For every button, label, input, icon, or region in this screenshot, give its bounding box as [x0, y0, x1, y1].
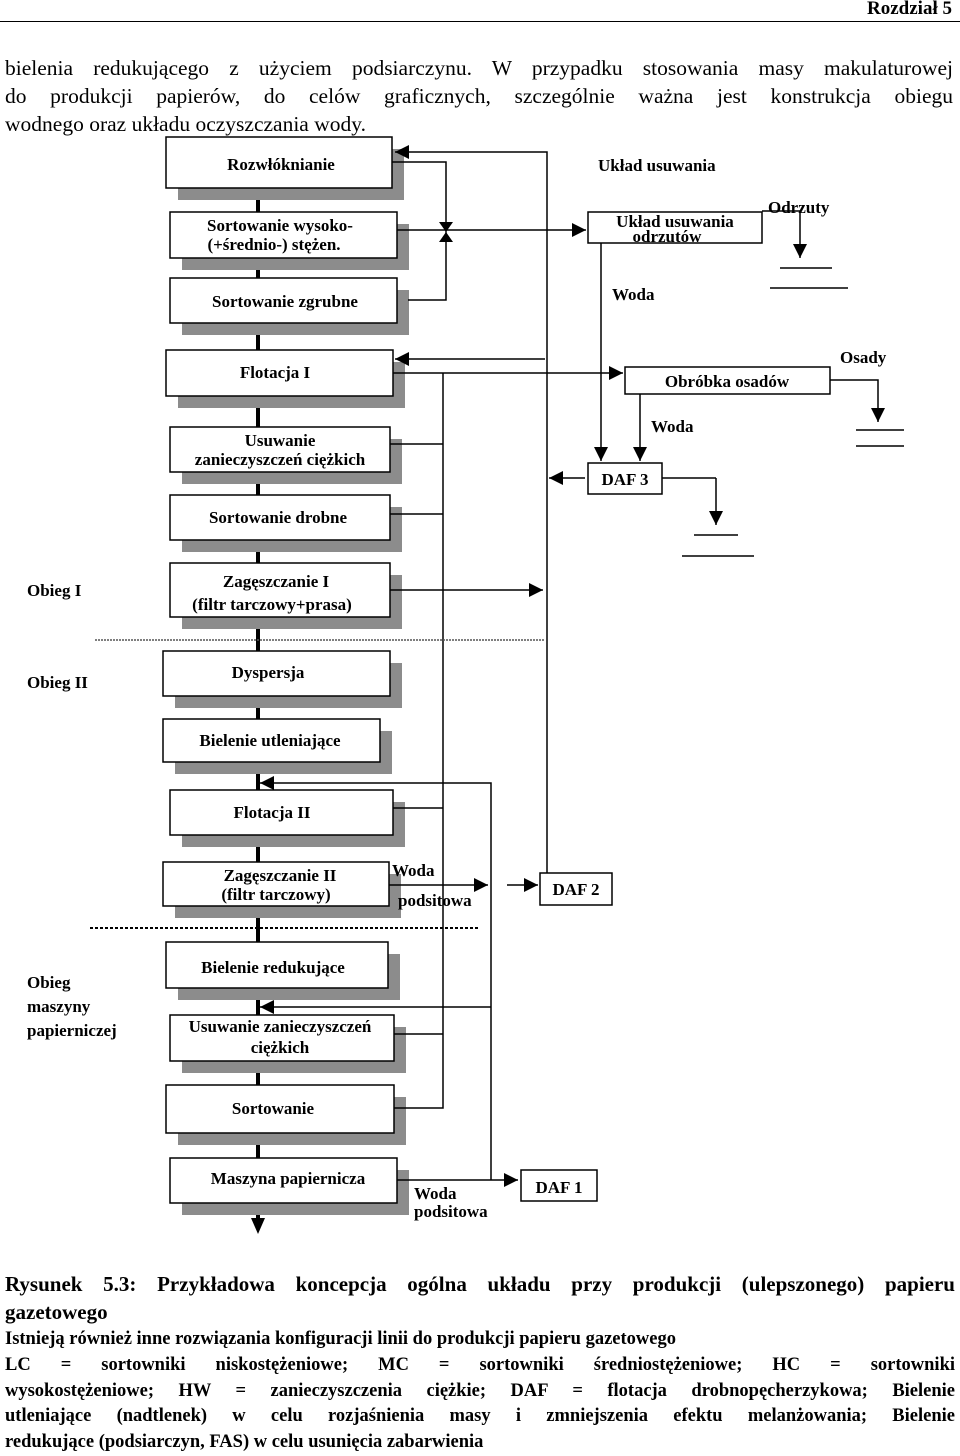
diagram-label: Obieg — [27, 973, 71, 992]
note-line: wysokostężeniowe; HW = zanieczyszczenia … — [5, 1380, 955, 1401]
diagram-label: Układ usuwania — [598, 156, 716, 175]
diagram-label: Bielenie redukujące — [201, 958, 345, 977]
box-sortowanie-zgrubne — [169, 277, 398, 324]
box-daf2 — [539, 872, 613, 906]
diagram-label: Sortowanie drobne — [209, 508, 348, 527]
box-uklad-usuwania-odrzutow — [587, 211, 763, 244]
intro-line: do produkcji papierów, do celów graficzn… — [5, 84, 953, 108]
diagram-label: Dyspersja — [232, 663, 305, 682]
diagram-label: odrzutów — [633, 227, 703, 246]
diagram-label: maszyny — [27, 997, 91, 1016]
box-zageszczanie-2 — [162, 861, 390, 907]
diagram-label: DAF 3 — [601, 470, 648, 489]
diagram-shape — [390, 443, 443, 1035]
box-flotacja-2 — [169, 789, 394, 836]
box-zageszczanie-1 — [169, 562, 391, 618]
diagram-label: Osady — [840, 348, 887, 367]
note-line: LC = sortowniki niskostężeniowe; MC = so… — [5, 1354, 955, 1375]
diagram-label: (filtr tarczowy) — [221, 885, 330, 904]
diagram-label: (+średnio-) stężen. — [207, 235, 340, 254]
note-line: redukujące (podsiarczyn, FAS) w celu usu… — [5, 1432, 484, 1453]
box-bielenie-redukujace — [165, 941, 389, 989]
diagram-label: Sortowanie wysoko- — [207, 216, 353, 235]
diagram-label: Woda — [651, 417, 694, 436]
diagram-label: Obróbka osadów — [665, 372, 790, 391]
box-daf1 — [520, 1169, 598, 1202]
diagram-label: zanieczyszczeń ciężkich — [195, 450, 366, 469]
note-line: Istnieją również inne rozwiązania konfig… — [5, 1329, 676, 1349]
box-maszyna — [169, 1157, 398, 1204]
box-usuwanie-2 — [169, 1014, 395, 1062]
diagram-label: podsitowa — [414, 1202, 488, 1221]
diagram-label: Zagęszczanie II — [224, 866, 337, 885]
diagram-label: Obieg II — [27, 673, 88, 692]
box-rozwloknianie — [165, 136, 393, 189]
box-dyspersja — [162, 650, 391, 697]
diagram-label: Odrzuty — [768, 198, 830, 217]
box-bielenie-utleniajace — [162, 718, 381, 763]
intro-line: wodnego oraz układu oczyszczania wody. — [5, 112, 366, 136]
diagram-label: Woda — [414, 1184, 457, 1203]
process-flow-diagram: Rozwłóknianie Sortowanie wysoko- (+średn… — [27, 136, 904, 1234]
output-arrow-icon — [251, 1218, 265, 1234]
box-sortowanie-drobne — [169, 494, 391, 541]
diagram-label: DAF 2 — [552, 880, 599, 899]
diagram-shape — [260, 776, 492, 1180]
diagram-label: ciężkich — [251, 1038, 310, 1057]
diagram-label: podsitowa — [398, 891, 472, 910]
diagram-shape — [856, 429, 904, 447]
diagram-label: Bielenie utleniające — [199, 731, 341, 750]
diagram-label: Sortowanie — [232, 1099, 315, 1118]
diagram-label: Sortowanie zgrubne — [212, 292, 358, 311]
diagram-shape — [830, 379, 885, 422]
figure-caption: Rysunek 5.3: Przykładowa koncepcja ogóln… — [5, 1270, 955, 1326]
intro-paragraph: bielenia redukującego z użyciem podsiarc… — [5, 54, 953, 138]
intro-line: bielenia redukującego z użyciem podsiarc… — [5, 56, 953, 80]
box-usuwanie-1 — [169, 426, 391, 473]
header-rule — [0, 21, 960, 22]
diagram-label: DAF 1 — [535, 1178, 582, 1197]
diagram-shape — [682, 534, 754, 557]
box-sortowanie — [165, 1084, 395, 1134]
chapter-header: Rozdział 5 — [867, 0, 952, 19]
diagram-label: Maszyna papiernicza — [211, 1169, 366, 1188]
diagram-label: Woda — [392, 861, 435, 880]
valve-icon — [439, 222, 453, 242]
diagram-label: Flotacja II — [234, 803, 311, 822]
diagram-shape — [770, 267, 848, 289]
box-sortowanie-wysoko — [169, 211, 398, 259]
diagram-label: (filtr tarczowy+prasa) — [192, 595, 352, 614]
diagram-label: Flotacja I — [240, 363, 311, 382]
diagram-label: Rozwłóknianie — [227, 155, 335, 174]
diagram-label: Usuwanie — [245, 431, 316, 450]
diagram-shape: Rozwłóknianie Sortowanie wysoko- (+średn… — [189, 155, 372, 1188]
diagram-shape — [395, 145, 548, 873]
caption-line: Rysunek 5.3: Przykładowa koncepcja ogóln… — [5, 1272, 955, 1296]
flow-lines — [90, 145, 904, 1187]
caption-line: gazetowego — [5, 1300, 108, 1324]
diagram-shape — [762, 210, 807, 258]
process-boxes — [162, 136, 409, 1215]
diagram-label: Układ usuwania — [616, 212, 734, 231]
box-flotacja-1 — [165, 349, 394, 397]
diagram-label: Obieg I — [27, 581, 82, 600]
box-obrobka-osadow — [624, 366, 831, 395]
diagram-label: papierniczej — [27, 1021, 117, 1040]
diagram-label: Woda — [612, 285, 655, 304]
diagram-label: Zagęszczanie I — [223, 572, 330, 591]
figure-notes: Istnieją również inne rozwiązania konfig… — [5, 1327, 955, 1456]
diagram-shape — [662, 477, 716, 525]
diagram-label: Usuwanie zanieczyszczeń — [189, 1017, 372, 1036]
note-line: utleniające (nadtlenek) w celu rozjaśnie… — [5, 1406, 955, 1427]
diagram-shape — [394, 373, 444, 1109]
